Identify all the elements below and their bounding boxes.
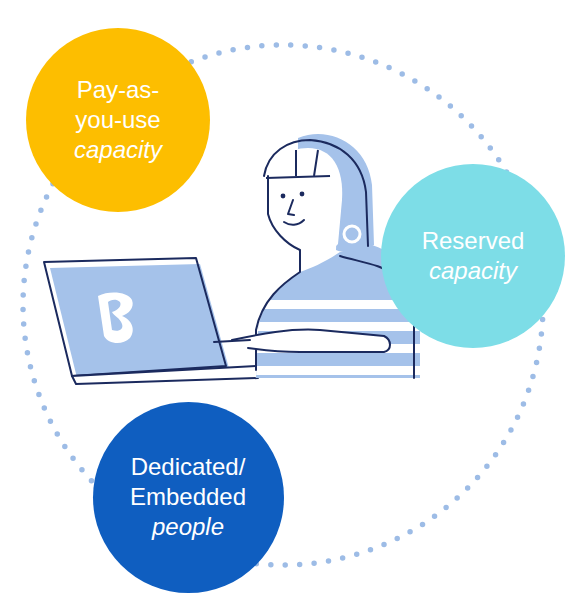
circle-label-emphasis: capacity [403,256,543,286]
circle-label-text: Pay-as- you-use [58,75,178,135]
earring [344,226,360,242]
circle-label-text: Dedicated/ Embedded [118,452,258,512]
circle-node: Reservedcapacity [381,164,565,348]
yellow-circle [26,28,210,212]
laptop-base [72,366,258,384]
circle-label: Dedicated/ Embeddedpeople [93,402,284,593]
fringe-line [266,176,330,178]
laptop-logo [98,293,133,344]
blue-circle [93,402,284,593]
laptop [44,258,258,384]
smile [284,220,304,225]
arm [232,330,390,352]
eye [281,194,286,199]
circle-label-emphasis: capacity [58,135,178,165]
circle-label-emphasis: people [118,512,258,542]
face [268,148,342,253]
laptop-screen-outline [44,258,226,376]
fringe-strands [296,150,318,176]
pointing-finger [214,340,250,342]
circle-node: Dedicated/ Embeddedpeople [93,402,284,593]
circle-label: Pay-as- you-usecapacity [26,28,210,212]
cyan-circle [381,164,565,348]
eye [300,192,305,197]
circle-label-text: Reserved [403,226,543,256]
cyan-circle [381,164,565,348]
circle-label: Reservedcapacity [381,164,565,348]
circle-node: Pay-as- you-usecapacity [26,28,210,212]
nose [288,200,294,215]
